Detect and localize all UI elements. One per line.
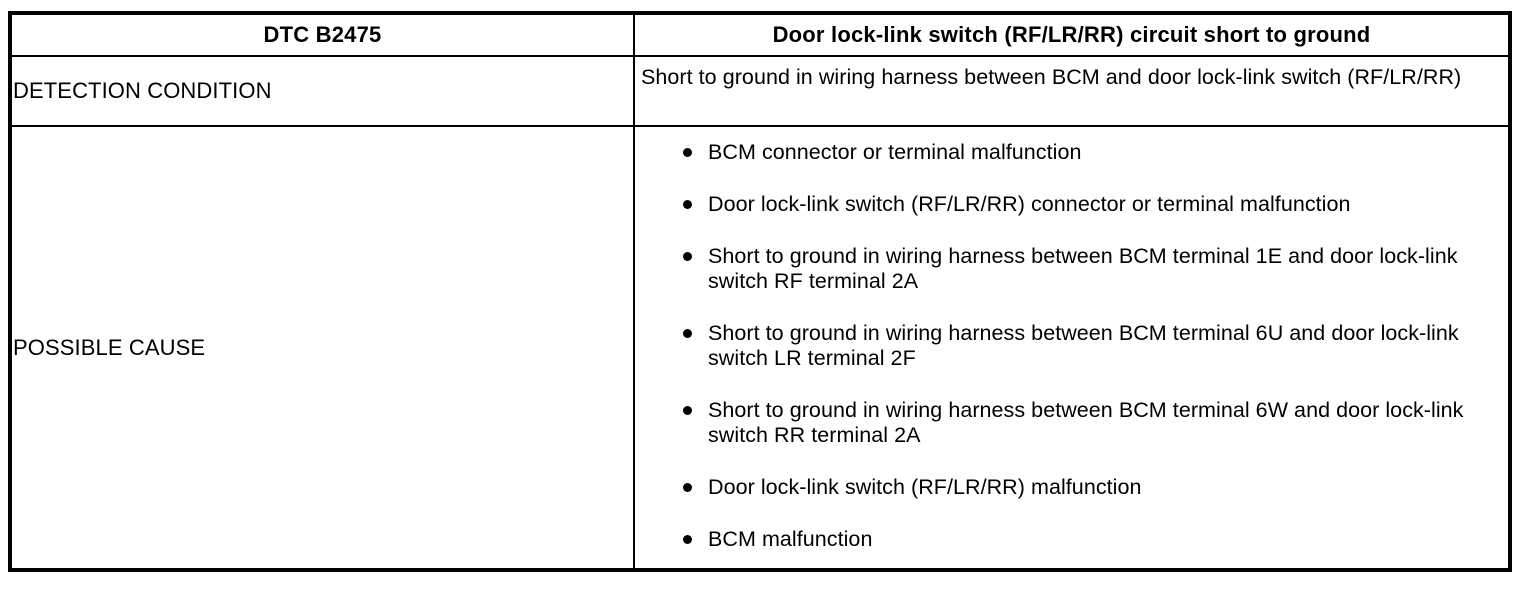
possible-cause-item: Short to ground in wiring harness betwee… [683,398,1490,448]
possible-cause-item-text: Short to ground in wiring harness betwee… [708,321,1459,370]
possible-cause-item-text: BCM connector or terminal malfunction [708,140,1082,164]
possible-cause-item-text: Short to ground in wiring harness betwee… [708,398,1464,447]
possible-cause-item-text: Short to ground in wiring harness betwee… [708,244,1458,293]
detection-condition-text: Short to ground in wiring harness betwee… [641,65,1462,89]
possible-cause-label: POSSIBLE CAUSE [13,334,206,360]
dtc-code-label: DTC B2475 [263,21,382,47]
detection-condition-label: DETECTION CONDITION [13,78,272,104]
bullet-dot-icon [683,535,692,544]
dtc-description-label: Door lock-link switch (RF/LR/RR) circuit… [772,21,1371,47]
bullet-dot-icon [683,148,692,157]
bullet-dot-icon [683,483,692,492]
possible-cause-item: BCM malfunction [683,527,1490,552]
cell-dtc-description: Door lock-link switch (RF/LR/RR) circuit… [635,15,1508,55]
possible-cause-item: Door lock-link switch (RF/LR/RR) malfunc… [683,475,1490,500]
bullet-dot-icon [683,200,692,209]
bullet-dot-icon [683,252,692,261]
possible-cause-item-text: Door lock-link switch (RF/LR/RR) malfunc… [708,475,1142,499]
possible-cause-item: BCM connector or terminal malfunction [683,140,1490,165]
table-row-possible-cause: POSSIBLE CAUSE BCM connector or terminal… [12,127,1508,568]
table-row-detection-condition: DETECTION CONDITION Short to ground in w… [12,57,1508,127]
possible-cause-item-text: BCM malfunction [708,527,873,551]
cell-detection-value: Short to ground in wiring harness betwee… [635,57,1508,125]
cell-detection-label: DETECTION CONDITION [12,57,635,125]
bullet-dot-icon [683,406,692,415]
table-body: DTC B2475 Door lock-link switch (RF/LR/R… [12,15,1508,568]
cell-dtc-code: DTC B2475 [12,15,635,55]
table-row-title: DTC B2475 Door lock-link switch (RF/LR/R… [12,15,1508,57]
bullet-dot-icon [683,329,692,338]
possible-cause-item: Short to ground in wiring harness betwee… [683,244,1490,294]
possible-cause-item-text: Door lock-link switch (RF/LR/RR) connect… [708,192,1351,216]
dtc-diagnostic-table: DTC B2475 Door lock-link switch (RF/LR/R… [8,11,1512,572]
cell-possible-cause-label: POSSIBLE CAUSE [12,127,635,568]
possible-cause-item: Door lock-link switch (RF/LR/RR) connect… [683,192,1490,217]
possible-cause-item: Short to ground in wiring harness betwee… [683,321,1490,371]
